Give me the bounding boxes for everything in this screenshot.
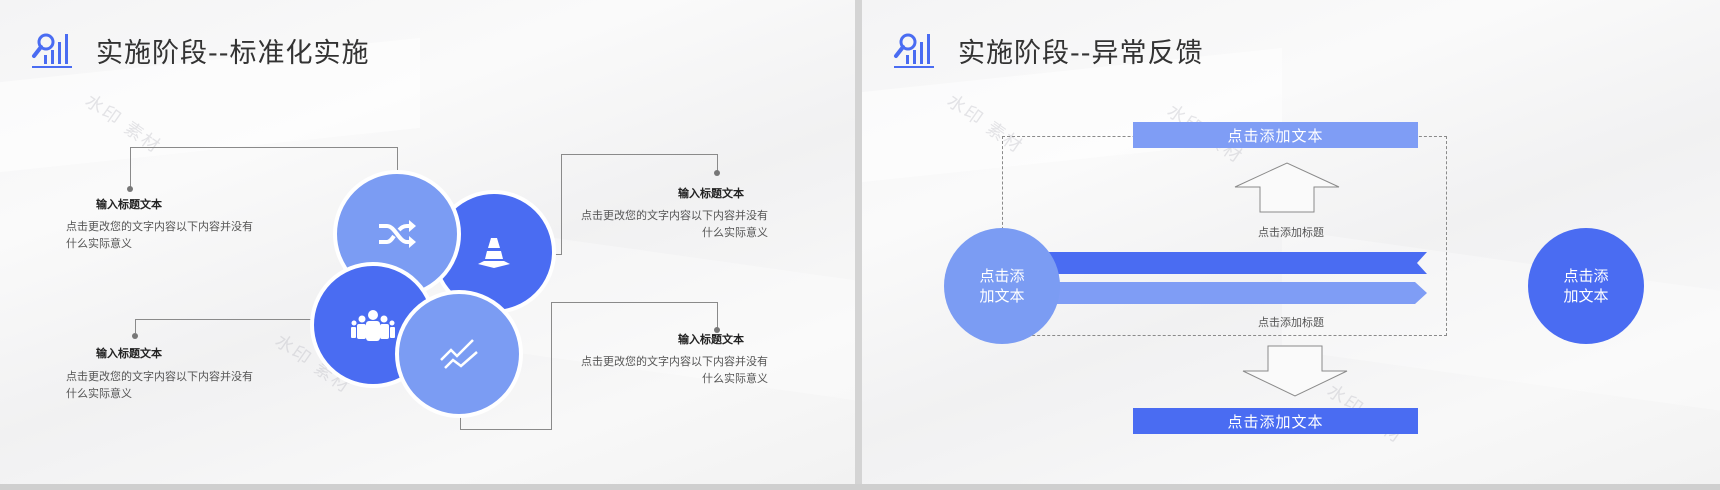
- lower-caption[interactable]: 点击添加标题: [1258, 316, 1324, 329]
- bar-chart-magnifier-icon: [892, 30, 936, 70]
- slide-title-row: 实施阶段--异常反馈: [892, 30, 1204, 70]
- slide-title[interactable]: 实施阶段--异常反馈: [958, 37, 1204, 69]
- item-description[interactable]: 点击更改您的文字内容以下内容并没有什么实际意义: [581, 209, 768, 239]
- dashed-frame: [1002, 136, 1447, 336]
- bottom-scroll-area: [0, 484, 1720, 490]
- item-title[interactable]: 输入标题文本: [96, 198, 162, 211]
- left-circle[interactable]: 点击添 加文本: [944, 228, 1060, 344]
- item-description[interactable]: 点击更改您的文字内容以下内容并没有什么实际意义: [66, 370, 253, 400]
- slide-title[interactable]: 实施阶段--标准化实施: [96, 37, 370, 69]
- item-description[interactable]: 点击更改您的文字内容以下内容并没有什么实际意义: [66, 220, 253, 250]
- item-title[interactable]: 输入标题文本: [678, 187, 744, 200]
- slide-title-row: 实施阶段--标准化实施: [30, 30, 370, 70]
- circle-item-4[interactable]: [395, 290, 523, 418]
- exchange-ribbons: [995, 252, 1427, 304]
- traffic-cone-icon: [478, 238, 510, 268]
- item-title[interactable]: 输入标题文本: [96, 347, 162, 360]
- bar-chart-magnifier-icon: [30, 30, 74, 70]
- item-description[interactable]: 点击更改您的文字内容以下内容并没有什么实际意义: [581, 355, 768, 385]
- bottom-text-bar[interactable]: 点击添加文本: [1133, 408, 1418, 434]
- top-text-bar[interactable]: 点击添加文本: [1133, 122, 1418, 148]
- upper-caption[interactable]: 点击添加标题: [1258, 226, 1324, 239]
- shuffle-icon: [379, 220, 416, 248]
- right-circle[interactable]: 点击添 加文本: [1528, 228, 1644, 344]
- trend-lines-icon: [440, 339, 478, 369]
- slide-exception-feedback[interactable]: 水印 素材 水印 素材 水印 素材 实施阶段--异常反馈 点击添加文本 点击添加…: [862, 0, 1720, 484]
- up-arrow-icon: [1234, 162, 1340, 213]
- slide-divider: [855, 0, 862, 490]
- team-icon: [351, 310, 395, 341]
- item-title[interactable]: 输入标题文本: [678, 333, 744, 346]
- down-arrow-icon: [1242, 345, 1348, 397]
- slide-standardized-implementation[interactable]: 水印 素材 水印 素材 实施阶段--标准化实施: [0, 0, 855, 484]
